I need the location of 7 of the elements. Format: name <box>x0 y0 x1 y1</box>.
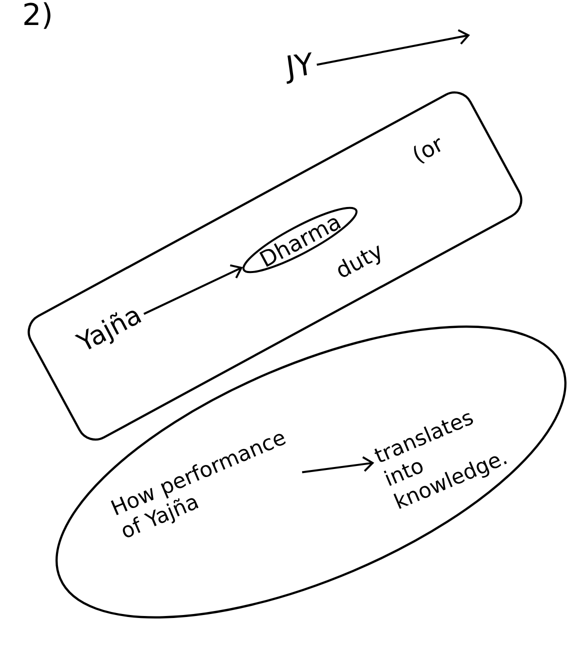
arrow <box>302 456 374 474</box>
step-number: 2) <box>24 2 50 29</box>
arrow <box>316 29 470 66</box>
handwritten-text: (or <box>414 138 440 164</box>
arrow <box>143 264 243 315</box>
handwritten-text: Yajña <box>74 310 142 350</box>
handwritten-text: JY <box>286 52 312 84</box>
